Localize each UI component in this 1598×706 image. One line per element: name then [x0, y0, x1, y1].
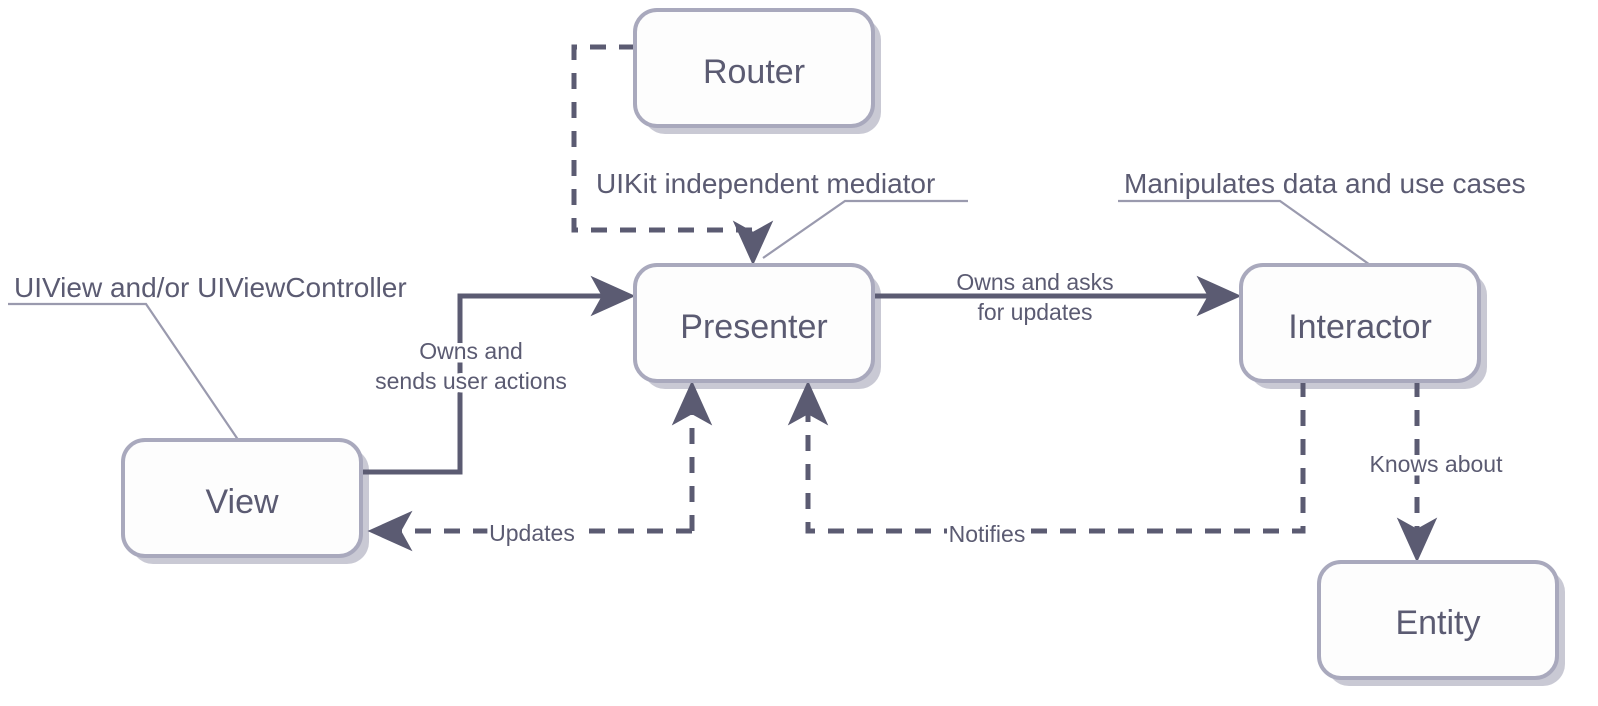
interactor-annotation-leader — [1118, 199, 1381, 273]
edge-label-view-to-presenter-line2: sends user actions — [375, 368, 567, 394]
edge-label-interactor-to-entity: Knows about — [1370, 451, 1504, 477]
node-interactor[interactable]: Interactor — [1239, 263, 1481, 383]
node-entity[interactable]: Entity — [1317, 560, 1559, 680]
interactor-box[interactable] — [1239, 263, 1481, 383]
annotations: UIView and/or UIViewController UIKit ind… — [14, 168, 1526, 303]
edge-labels: Owns and sends user actions Owns and ask… — [372, 266, 1507, 551]
presenter-annotation-leader — [762, 199, 968, 259]
entity-box[interactable] — [1317, 560, 1559, 680]
entity-label: Entity — [1395, 604, 1480, 642]
presenter-label: Presenter — [680, 308, 827, 346]
view-annotation-text: UIView and/or UIViewController — [14, 272, 407, 303]
edge-label-presenter-to-interactor-line1: Owns and asks — [956, 269, 1113, 295]
node-view[interactable]: View — [121, 438, 363, 558]
edge-label-presenter-to-view: Updates — [489, 520, 575, 546]
edge-label-interactor-to-presenter: Notifies — [949, 521, 1026, 547]
view-label: View — [205, 483, 279, 521]
edge-label-presenter-to-interactor-line2: for updates — [977, 299, 1092, 325]
router-label: Router — [703, 53, 805, 91]
edge-router-to-presenter — [571, 44, 774, 266]
router-box[interactable] — [633, 8, 875, 128]
node-presenter[interactable]: Presenter — [633, 263, 875, 383]
view-box[interactable] — [121, 438, 363, 558]
edge-interactor-to-presenter — [787, 380, 1306, 534]
presenter-box[interactable] — [633, 263, 875, 383]
view-annotation-leader — [8, 302, 244, 448]
node-router[interactable]: Router — [633, 8, 875, 128]
interactor-label: Interactor — [1288, 308, 1432, 346]
edge-label-view-to-presenter-line1: Owns and — [419, 338, 523, 364]
edge-view-to-presenter — [361, 275, 636, 475]
interactor-annotation-text: Manipulates data and use cases — [1124, 168, 1526, 199]
presenter-annotation-text: UIKit independent mediator — [596, 168, 935, 199]
